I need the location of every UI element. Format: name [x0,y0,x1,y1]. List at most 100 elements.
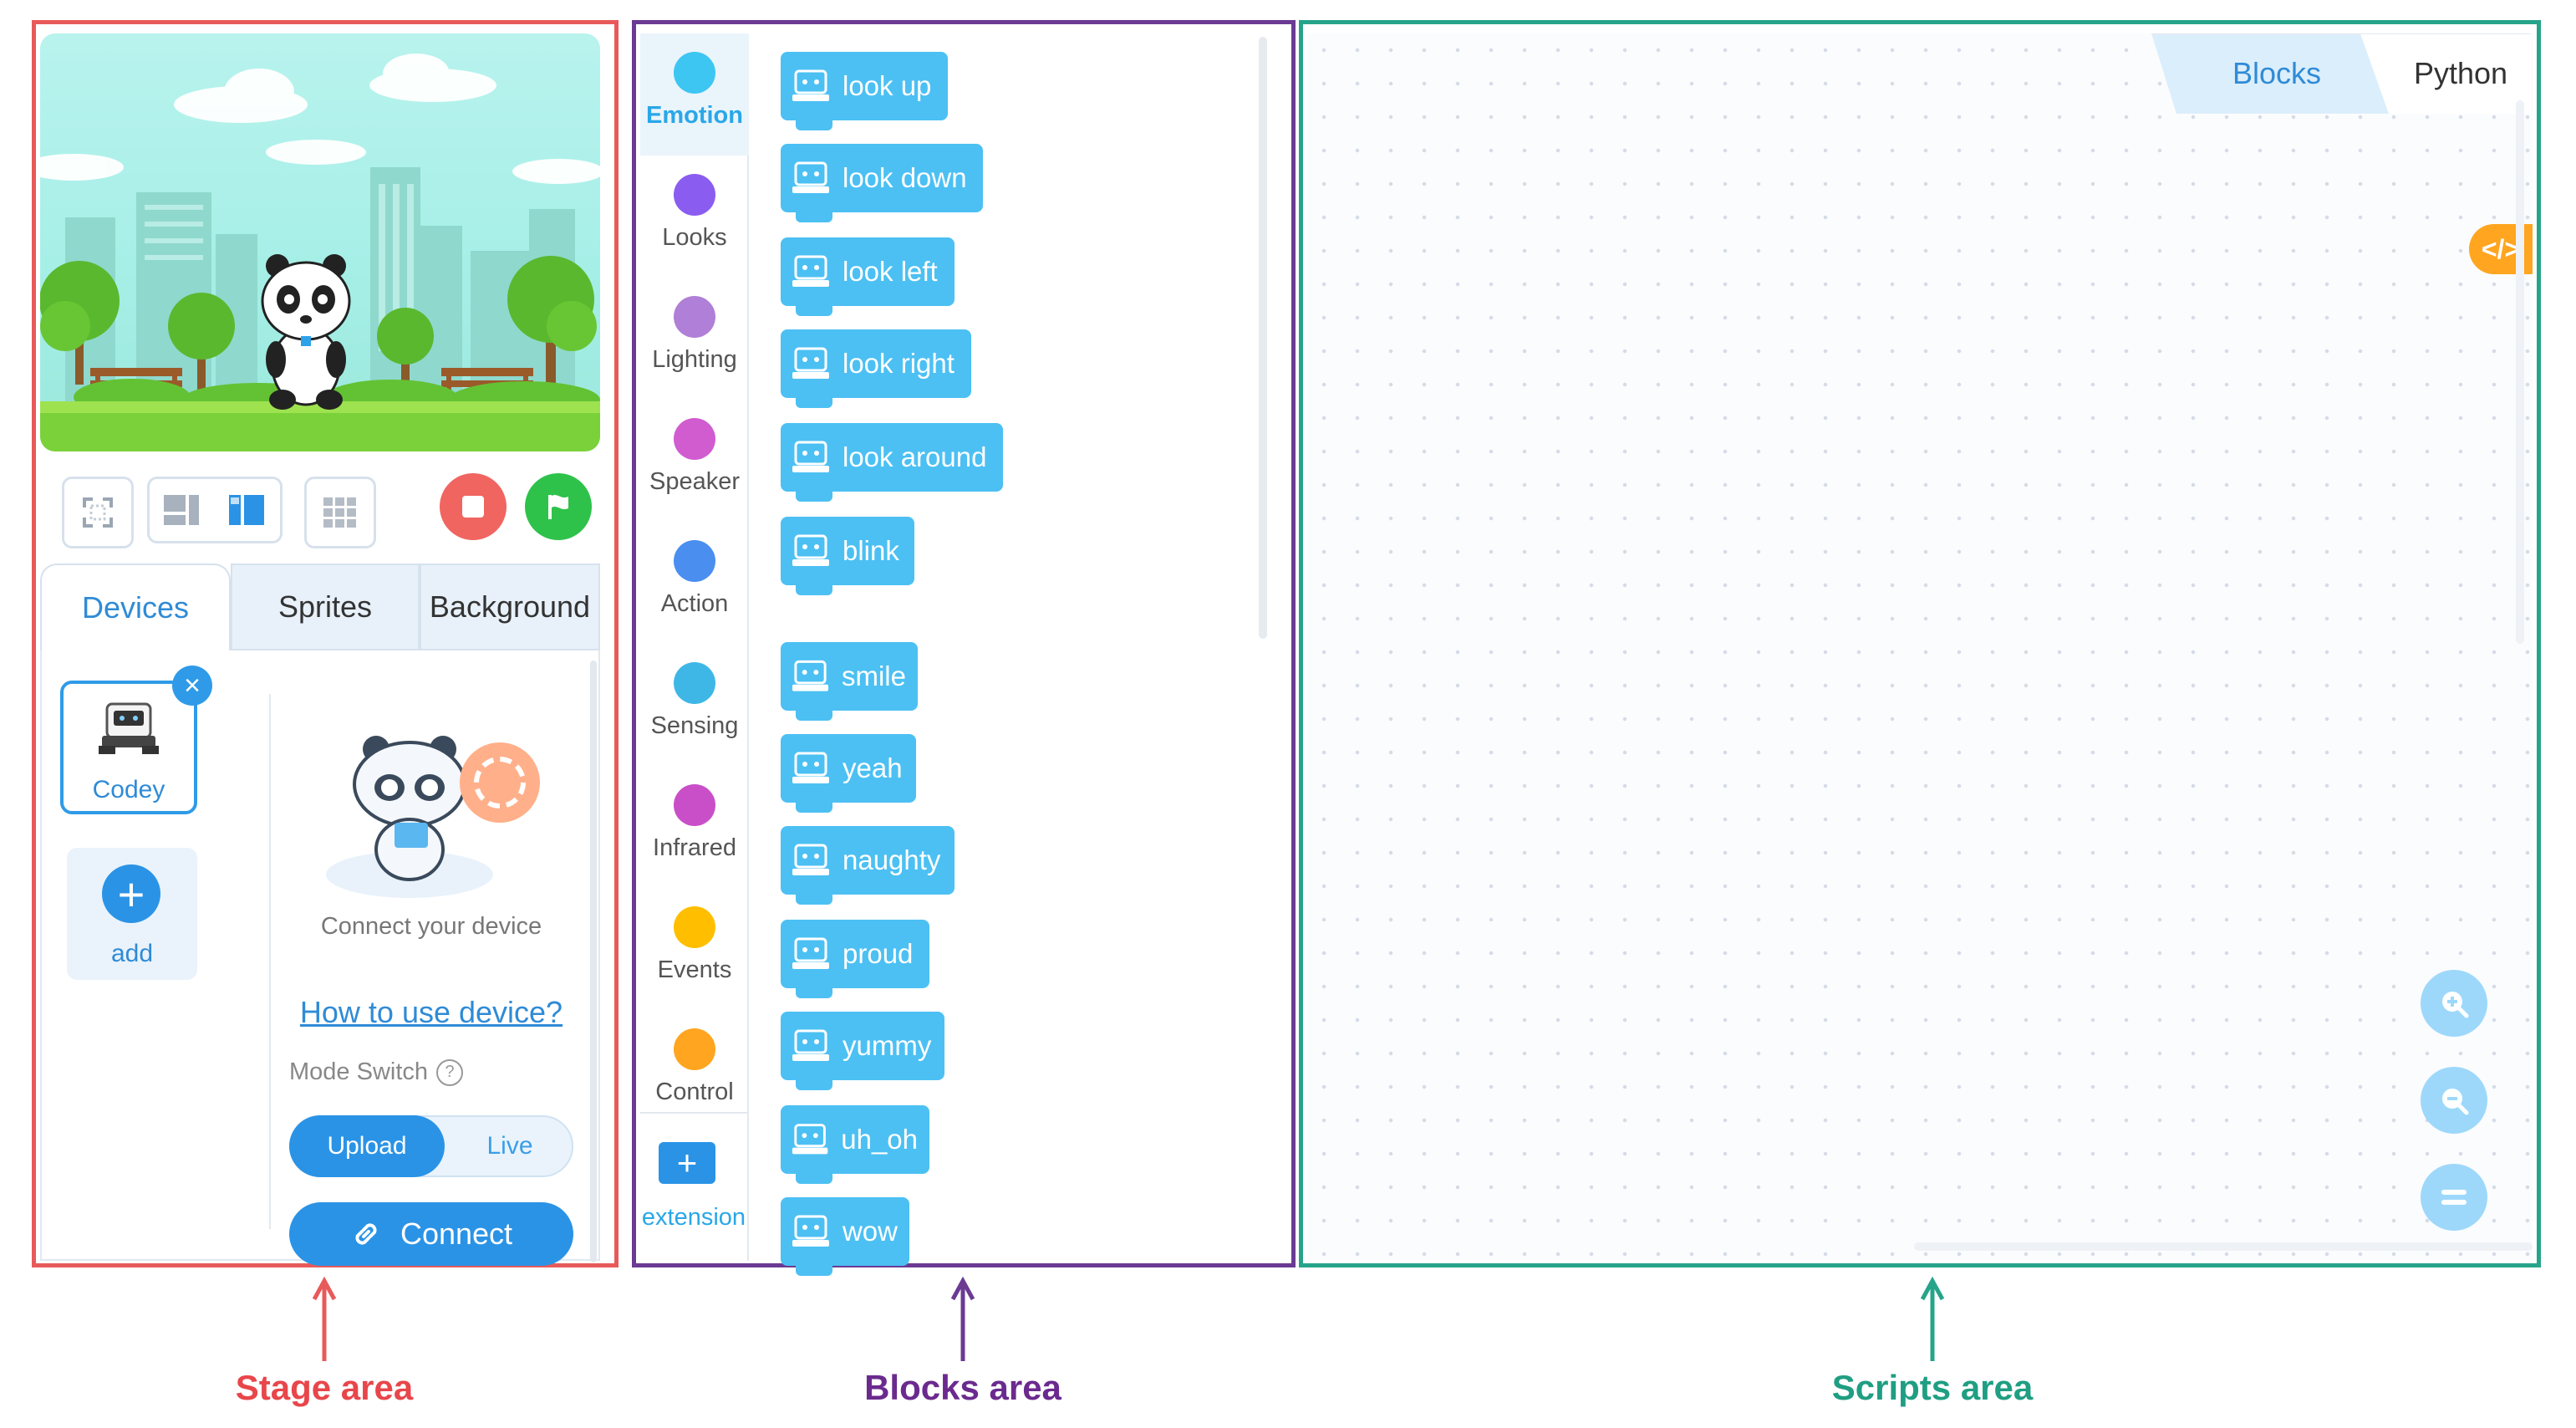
panda-sprite[interactable] [261,254,351,410]
category-dot [674,418,715,460]
how-to-use-device-link[interactable]: How to use device? [299,995,563,1029]
category-label: Emotion [646,102,743,129]
category-dot [674,174,715,216]
category-label: Lighting [652,346,737,373]
blocks-area-frame [632,20,1296,1267]
block-smile[interactable]: smile [781,642,918,721]
block-look-left[interactable]: look left [781,237,955,316]
category-dot [674,784,715,826]
scripts-vertical-scrollbar[interactable] [2516,100,2524,644]
category-infrared[interactable]: Infrared [640,766,749,888]
block-look-down[interactable]: look down [781,144,983,222]
block-label: look down [843,162,967,193]
tab-sprites[interactable]: Sprites [231,564,420,650]
codey-block-icon [792,1029,829,1061]
category-column: Emotion Looks Lighting Speaker Action Se… [640,33,749,1261]
zoom-out-icon [2442,1089,2469,1115]
tab-blocks[interactable]: Blocks [2232,56,2322,90]
tab-devices[interactable]: Devices [40,564,231,650]
category-events[interactable]: Events [640,888,749,1010]
code-icon: </> [2481,233,2521,264]
block-look-around[interactable]: look around [781,423,1003,502]
category-divider [640,1112,749,1114]
add-label: add [110,940,154,967]
go-button[interactable] [525,473,592,540]
scripts-area-caption: Scripts area [1831,1368,2034,1407]
grid-view-button[interactable] [304,477,376,548]
device-name: Codey [92,776,165,803]
mode-switch-label: Mode Switch [289,1058,429,1085]
codey-block-icon [792,1215,829,1247]
block-proud[interactable]: proud [781,920,929,998]
link-icon [355,1223,377,1245]
zoom-in-button[interactable] [2421,970,2487,1037]
scripts-canvas[interactable] [1307,33,2533,1261]
remove-device-button[interactable]: × [172,666,212,706]
category-lighting[interactable]: Lighting [640,278,749,400]
zoom-out-button[interactable] [2421,1067,2487,1134]
stop-button[interactable] [440,473,507,540]
connect-device-illustration [326,736,540,898]
category-label: Infrared [653,834,736,861]
tab-background[interactable]: Background [420,564,600,650]
caption-arrows [312,1276,1945,1361]
block-label: naughty [843,844,941,875]
block-blink[interactable]: blink [781,517,914,595]
layout-small-button[interactable] [152,482,211,538]
tab-python[interactable]: Python [2413,56,2508,90]
stage-scene [40,54,600,451]
stage-canvas[interactable] [40,33,600,451]
block-wow[interactable]: wow [781,1197,909,1276]
mode-upload-option[interactable]: Upload [289,1115,445,1177]
device-panel-scrollbar[interactable] [590,660,597,1262]
category-dot [674,296,715,338]
scripts-area-frame [1299,20,2541,1267]
extension-label[interactable]: extension [641,1204,746,1231]
codey-block-icon [792,441,829,472]
block-notch [796,801,832,813]
category-emotion[interactable]: Emotion [640,33,749,156]
block-label: look left [843,256,938,287]
category-action[interactable]: Action [640,522,749,644]
add-extension-button[interactable]: + [659,1142,715,1184]
block-look-right[interactable]: look right [781,329,971,408]
block-notch [796,396,832,408]
category-sensing[interactable]: Sensing [640,644,749,766]
block-label: blink [843,535,899,566]
block-yeah[interactable]: yeah [781,734,916,813]
layout-large-button[interactable] [216,482,277,538]
help-icon[interactable]: ? [436,1058,464,1086]
fullscreen-button[interactable] [62,477,134,548]
add-device-button[interactable]: + add [67,848,197,980]
category-label: Sensing [650,712,739,739]
zoom-reset-button[interactable] [2421,1164,2487,1231]
mode-live-option[interactable]: Live [486,1132,533,1160]
block-uh-oh[interactable]: uh_oh [781,1105,929,1184]
scripts-horizontal-scrollbar[interactable] [1914,1242,2533,1251]
category-dot [674,662,715,704]
block-naughty[interactable]: naughty [781,826,955,905]
block-notch [796,490,832,502]
category-label: Action [660,590,729,617]
block-label: wow [842,1216,898,1247]
block-notch [796,211,832,222]
codey-block-icon [792,844,829,875]
block-palette-scrollbar[interactable] [1259,37,1267,639]
codey-block-icon [792,534,829,566]
category-control[interactable]: Control [640,1010,749,1132]
block-yummy[interactable]: yummy [781,1012,944,1090]
code-mode-tabs: Blocks Python [2151,33,2531,114]
category-speaker[interactable]: Speaker [640,400,749,522]
connect-label: Connect [400,1216,513,1251]
block-notch [796,1172,832,1184]
block-notch [796,893,832,905]
connect-button[interactable]: Connect [289,1202,573,1266]
category-looks[interactable]: Looks [640,156,749,278]
block-look-up[interactable]: look up [781,52,948,130]
block-label: uh_oh [841,1124,918,1155]
block-label: proud [843,938,914,969]
device-card-codey[interactable]: Codey [60,681,197,814]
codey-block-icon [792,255,829,287]
codey-robot-icon [99,702,159,754]
block-label: look up [843,70,932,101]
